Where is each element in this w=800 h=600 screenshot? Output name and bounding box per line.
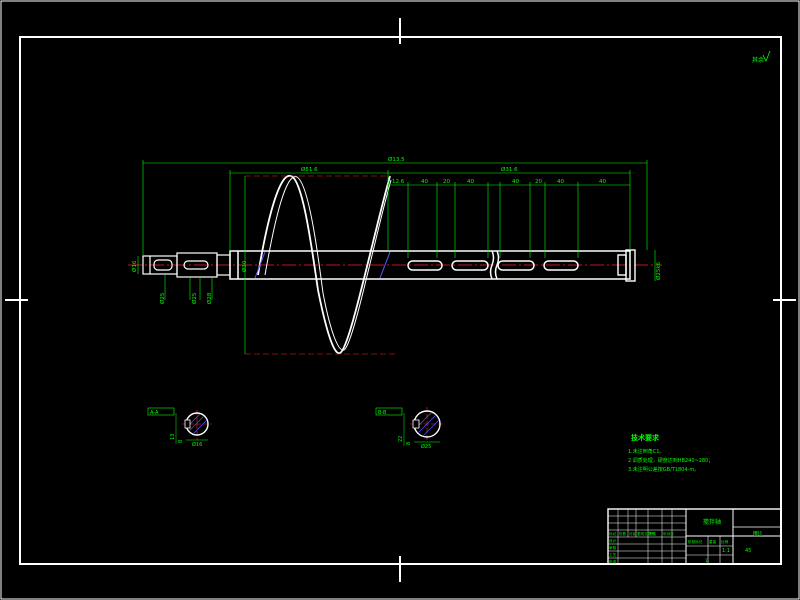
- dim-seg-7: 40: [557, 179, 564, 185]
- tb-header-signature: 签名: [649, 531, 657, 536]
- section-b-depth: 22: [398, 436, 404, 442]
- note-item-1: 1.未注倒角C1。: [628, 448, 664, 455]
- tb-drawing-no: 图1: [753, 531, 763, 538]
- dim-seg-1: 12.6: [392, 179, 405, 185]
- tb-part-name: 搅拌轴: [703, 518, 721, 526]
- section-a-depth: 13: [170, 434, 176, 440]
- tb-weight-label: 重量: [709, 539, 717, 544]
- dim-dia-under-1: Ø25: [159, 292, 166, 304]
- title-block: 标记 处数 分区 更改文件号 签名 年月日 设计 审核 工艺 批准 阶段标记 重…: [607, 508, 782, 565]
- section-a-width: 8: [178, 440, 184, 443]
- dim-right-length: Ø31.6: [501, 166, 518, 173]
- dim-seg-3: 20: [443, 179, 450, 185]
- technical-notes: 技术要求 1.未注倒角C1。 2.调质处理，硬度达到HB240~280； 3.未…: [628, 433, 713, 473]
- tb-scale-label: 比例: [721, 539, 729, 544]
- roughness-symbol: 其余: [752, 50, 771, 64]
- notes-title: 技术要求: [631, 433, 660, 442]
- section-view-b: B-B 22 8 Ø25: [375, 407, 444, 450]
- roughness-text: 其余: [752, 56, 764, 64]
- shaft-left-end: [142, 252, 231, 278]
- section-a-label: A-A: [150, 410, 159, 416]
- dim-seg-6: 20: [535, 179, 542, 185]
- tb-sheet: 1: [705, 558, 708, 563]
- tb-material: 45: [745, 548, 751, 554]
- section-view-a: A-A 13 8 Ø16: [147, 407, 212, 448]
- tb-row-process: 工艺: [609, 552, 617, 557]
- section-b-dia: Ø25: [421, 443, 431, 450]
- note-item-3: 3.未注明公差按GB/T1804-m。: [628, 466, 699, 473]
- dim-seg-2: 40: [421, 179, 428, 185]
- dim-dia-right-end: Ø25k6: [655, 261, 662, 280]
- keyway-2: [451, 260, 489, 271]
- keyway-4: [543, 260, 579, 271]
- tb-row-design: 设计: [609, 538, 617, 543]
- section-b-width: 8: [406, 442, 412, 445]
- tb-stage-label: 阶段标记: [688, 539, 703, 544]
- keyway-1: [407, 260, 443, 271]
- shaft-body: [229, 250, 631, 280]
- dim-seg-4: 40: [467, 179, 474, 185]
- note-item-2: 2.调质处理，硬度达到HB240~280；: [628, 457, 713, 464]
- keyway-3: [497, 260, 535, 271]
- tb-header-change-doc: 更改文件号: [637, 531, 655, 536]
- dim-overall-length: Ø13.5: [388, 156, 405, 163]
- tb-header-mark: 标记: [609, 531, 617, 536]
- tb-header-date: 年月日: [663, 531, 674, 536]
- dimension-texts: Ø13.5 Ø51.6 Ø31.6 12.6 40 20 40 40 20 40…: [131, 156, 662, 304]
- shaft-main-view: [128, 175, 662, 355]
- helical-blade: [257, 175, 392, 354]
- section-b-label: B-B: [378, 410, 387, 416]
- section-a-dia: Ø16: [192, 441, 202, 448]
- tb-scale: 1:1: [722, 548, 730, 554]
- dim-dia-under-2: Ø25: [191, 292, 198, 304]
- tb-row-review: 审核: [609, 545, 617, 550]
- dim-dia-under-3: Ø28: [206, 292, 213, 304]
- dim-helix-length: Ø51.6: [301, 166, 318, 173]
- shaft-right-end: [617, 249, 636, 282]
- dim-dia-left-end: Ø16: [131, 260, 138, 272]
- dimension-lines: [137, 160, 656, 354]
- dim-dia-main: Ø30: [241, 260, 248, 272]
- tb-header-count: 处数: [619, 531, 627, 536]
- tb-header-zone: 分区: [629, 531, 637, 536]
- dim-seg-8: 40: [599, 179, 606, 185]
- tb-row-approve: 批准: [609, 559, 617, 564]
- dim-seg-5: 40: [512, 179, 519, 185]
